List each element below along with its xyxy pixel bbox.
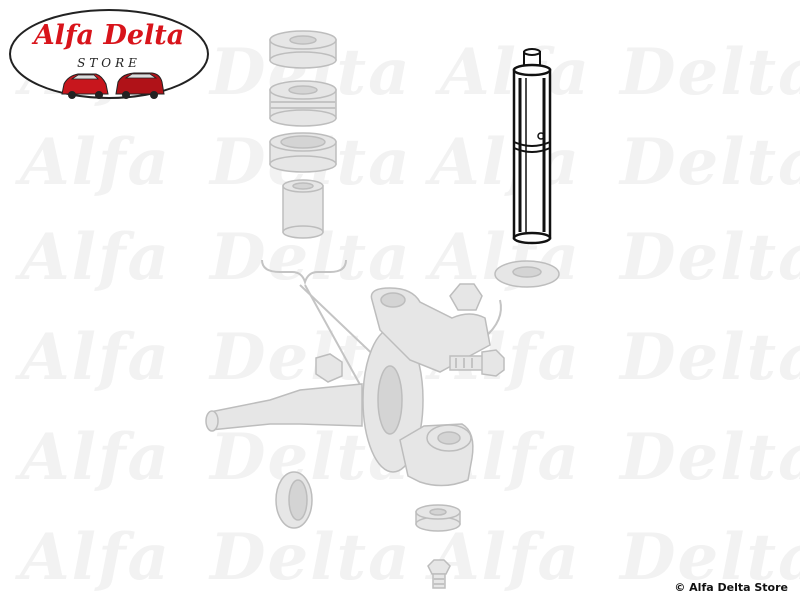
car-icon — [61, 73, 109, 99]
watermark-text: Alfa — [20, 320, 171, 395]
watermark-text: Delta — [210, 520, 412, 595]
watermark-text: Delta — [620, 420, 800, 495]
watermark-text: Delta — [620, 125, 800, 200]
copyright-text: © Alfa Delta Store — [674, 581, 788, 594]
dust-seal — [275, 471, 313, 529]
watermark-text: Alfa — [20, 420, 171, 495]
small-nut — [315, 353, 343, 383]
thrust-washer — [269, 30, 337, 69]
watermark-text: Alfa — [430, 125, 581, 200]
king-pin — [512, 48, 552, 245]
bushing — [282, 179, 324, 239]
store-logo[interactable]: Alfa Delta STORE — [8, 8, 210, 100]
grease-nipple — [427, 559, 451, 589]
car-icon — [115, 72, 165, 99]
watermark-text: Alfa — [20, 220, 171, 295]
spacer-ring — [269, 132, 337, 173]
logo-store-label: STORE — [77, 56, 141, 70]
watermark-text: Alfa — [20, 125, 171, 200]
watermark-text: Delta — [620, 320, 800, 395]
watermark-text: Delta — [620, 220, 800, 295]
logo-badge — [9, 9, 209, 99]
bolt — [449, 349, 505, 377]
watermark-text: Delta — [620, 520, 800, 595]
logo-name: Alfa Delta — [33, 20, 185, 51]
watermark-text: Alfa — [20, 520, 171, 595]
watermark-text: Delta — [620, 35, 800, 110]
thrust-bearing — [269, 80, 337, 127]
lower-washer — [415, 504, 461, 532]
steering-knuckle — [205, 283, 491, 487]
brace-bracket — [261, 259, 347, 286]
watermark-text: Alfa — [430, 520, 581, 595]
washer — [494, 260, 560, 288]
